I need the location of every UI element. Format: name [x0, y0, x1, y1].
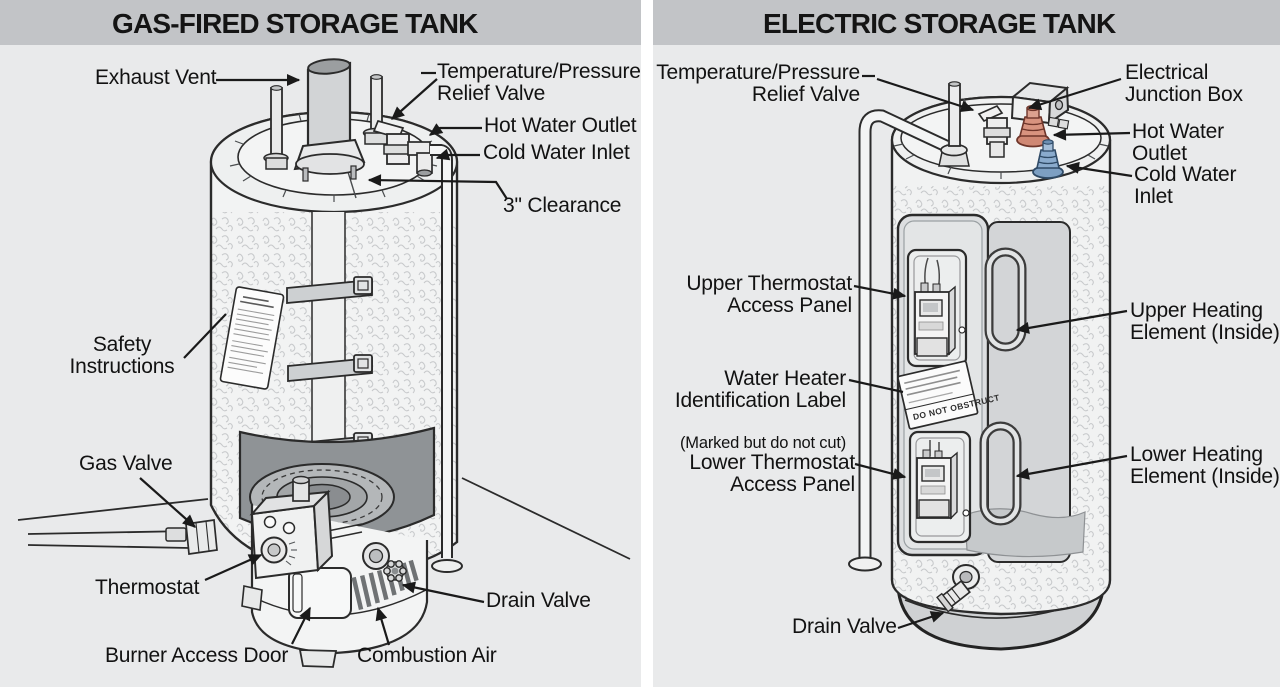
upper-heating-element: [984, 247, 1027, 352]
electric-drain-valve: [936, 564, 980, 613]
electric-tank-illustration: DO NOT OBSTRUCT: [848, 74, 1133, 651]
hot-water-outlet-fitting: [1016, 104, 1050, 148]
floor-lines: [17, 477, 631, 560]
panel-divider: [641, 0, 653, 693]
label-combustion-air: Combustion Air: [357, 644, 497, 667]
gas-panel: GAS-FIRED STORAGE TANK: [0, 0, 641, 687]
label-thermostat: Thermostat: [95, 576, 200, 599]
electric-panel-title: ELECTRIC STORAGE TANK: [763, 8, 1116, 39]
exhaust-vent-pipe: [293, 58, 366, 182]
gas-tp-relief-valve: [372, 119, 433, 177]
gas-panel-title: GAS-FIRED STORAGE TANK: [112, 8, 478, 39]
anode-pipes: [263, 74, 390, 170]
label-upper-thermostat: Upper Thermostat Access Panel: [686, 272, 852, 317]
bottom-margin: [0, 687, 1280, 693]
label-cold-water-inlet: Cold Water Inlet: [483, 141, 630, 164]
label-gas-valve: Gas Valve: [79, 452, 173, 475]
label-tp-relief-valve: Temperature/Pressure Relief Valve: [656, 61, 860, 106]
label-tp-relief-valve: Temperature/Pressure Relief Valve: [437, 60, 641, 105]
safety-instructions-sticker: [219, 286, 285, 390]
label-id-label: Water Heater Identification Label (Marke…: [675, 346, 846, 475]
gas-valve-assembly: [27, 475, 363, 580]
lower-thermostat-panel: [908, 430, 972, 544]
electric-leader-lines: [848, 74, 1133, 630]
gas-leader-lines: [139, 71, 508, 646]
label-hot-water-outlet: Hot Water Outlet: [484, 114, 637, 137]
label-exhaust-vent: Exhaust Vent: [95, 66, 217, 89]
label-lower-thermostat: Lower Thermostat Access Panel: [689, 451, 855, 496]
label-upper-element: Upper Heating Element (Inside): [1130, 299, 1280, 344]
label-electric-drain-valve: Drain Valve: [792, 615, 897, 638]
identification-sticker: DO NOT OBSTRUCT: [897, 360, 1001, 430]
label-lower-element: Lower Heating Element (Inside): [1130, 443, 1280, 488]
label-burner-access-door: Burner Access Door: [105, 644, 289, 667]
label-cold-water-inlet: Cold Water Inlet: [1134, 163, 1237, 208]
gas-tank-illustration: [17, 58, 631, 668]
label-clearance: 3" Clearance: [503, 194, 622, 217]
label-junction-box: Electrical Junction Box: [1125, 61, 1243, 106]
tp-discharge-pipe: [938, 81, 970, 167]
side-supply-pipe: [848, 109, 949, 572]
label-safety-instructions: Safety Instructions: [69, 333, 175, 378]
cold-water-inlet-fitting: [1032, 139, 1064, 179]
gas-header-bar: [0, 0, 641, 45]
id-label-note: (Marked but do not cut): [680, 434, 846, 452]
electric-tp-relief-valve: [977, 104, 1011, 158]
label-hot-water-outlet: Hot Water Outlet: [1132, 120, 1224, 165]
gas-drain-valve: [362, 542, 407, 582]
upper-thermostat-panel: [906, 248, 968, 368]
label-gas-drain-valve: Drain Valve: [486, 589, 591, 612]
electric-panel: ELECTRIC STORAGE TANK: [653, 0, 1280, 687]
id-label-main: Water Heater Identification Label: [674, 367, 846, 412]
electric-header-bar: [653, 0, 1280, 45]
